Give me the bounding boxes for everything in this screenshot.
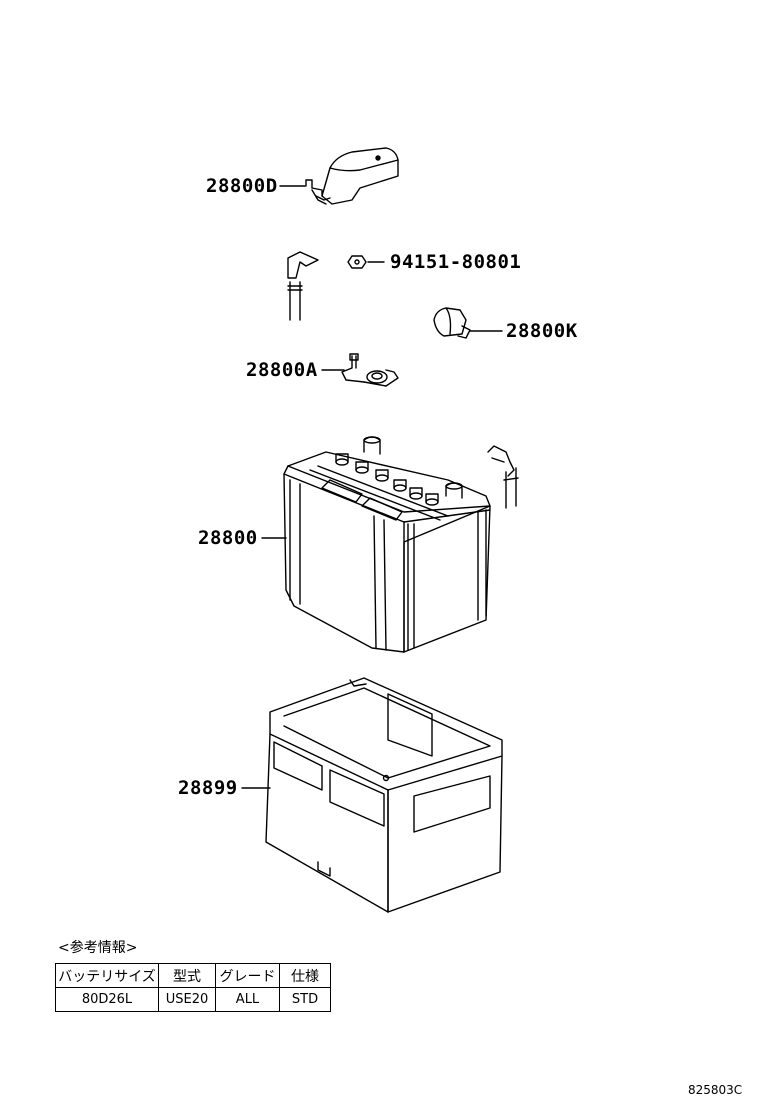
cell-grade: ALL — [215, 987, 280, 1012]
negative-cover-part — [433, 307, 471, 339]
header-spec: 仕様 — [279, 963, 331, 988]
callout-positive-clamp: 28800A — [246, 359, 318, 381]
positive-clamp-part — [341, 353, 399, 387]
ground-cable-part — [487, 445, 519, 509]
cell-battery-size: 80D26L — [55, 987, 159, 1012]
reference-header-row: バッテリサイズ 型式 グレード 仕様 — [55, 963, 331, 988]
nut-part — [347, 255, 367, 269]
battery-tray-part — [265, 677, 503, 913]
reference-title: <参考情報> — [58, 940, 138, 956]
header-grade: グレード — [215, 963, 280, 988]
battery-part — [283, 436, 491, 653]
callout-battery-tray: 28899 — [178, 777, 238, 799]
callout-terminal-cover: 28800D — [206, 175, 278, 197]
header-model: 型式 — [158, 963, 216, 988]
callout-negative-cover: 28800K — [506, 320, 578, 342]
callout-nut: 94151-80801 — [390, 251, 522, 273]
callout-battery: 28800 — [198, 527, 258, 549]
cell-spec: STD — [279, 987, 331, 1012]
drawing-code: 825803C — [688, 1083, 743, 1097]
cable-end-part — [287, 251, 319, 321]
header-battery-size: バッテリサイズ — [55, 963, 159, 988]
reference-data-row: 80D26L USE20 ALL STD — [55, 987, 331, 1012]
reference-table: バッテリサイズ 型式 グレード 仕様 80D26L USE20 ALL STD — [55, 963, 331, 1012]
terminal-cover-part — [305, 147, 399, 205]
cell-model: USE20 — [158, 987, 216, 1012]
